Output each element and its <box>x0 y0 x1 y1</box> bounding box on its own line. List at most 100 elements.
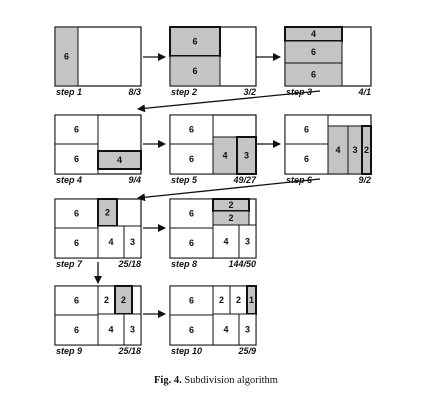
step-3-cell-3 <box>284 62 343 87</box>
step-2-cell-1-label: 6 <box>192 37 197 47</box>
step-4-cell-2-label: 6 <box>74 154 79 164</box>
step-3-ratio: 4/1 <box>357 87 371 97</box>
step-8-cell-6-label: 3 <box>245 237 250 247</box>
step-5-cell-1 <box>169 114 214 145</box>
step-10-cell-5-label: 1 <box>249 295 254 305</box>
step-1-cell-1 <box>54 26 79 87</box>
step-2-label: step 2 <box>171 87 197 97</box>
step-1-label: step 1 <box>56 87 82 97</box>
step-3-cell-3-label: 6 <box>311 70 316 80</box>
step-9-cell-3-label: 2 <box>104 295 109 305</box>
step-7-cell-2 <box>54 227 99 259</box>
step-5-cell-4-label: 3 <box>244 151 249 161</box>
step-4-panel: 6 6 4 step 4 9/4 <box>54 114 142 185</box>
step-3-label: step 3 <box>286 87 312 97</box>
step-6-cell-1 <box>284 114 329 145</box>
step-6-cell-4-label: 3 <box>352 145 357 155</box>
step-8-ratio: 144/50 <box>228 259 256 269</box>
step-1-cell-1-label: 6 <box>64 52 69 62</box>
step-10-cell-7 <box>238 313 257 346</box>
step-4-ratio: 9/4 <box>128 175 141 185</box>
step-5-cell-3-label: 4 <box>222 151 227 161</box>
step-8-cell-6 <box>238 224 257 259</box>
step-10-label: step 10 <box>171 346 202 356</box>
step-5-panel: 6 6 4 3 step 5 49/27 <box>169 114 257 185</box>
step-8-cell-5 <box>212 224 240 259</box>
step-7-cell-5-label: 3 <box>130 237 135 247</box>
step-7-ratio: 25/18 <box>117 259 141 269</box>
step-6-cell-2-label: 6 <box>304 154 309 164</box>
arrow-step6-to-step7 <box>137 178 321 202</box>
step-6-cell-2 <box>284 143 329 175</box>
step-4-cell-2 <box>54 143 99 175</box>
step-10-cell-7-label: 3 <box>245 325 250 335</box>
step-8-label: step 8 <box>171 259 197 269</box>
step-9-panel: 6 6 2 2 4 3 step 9 25/18 <box>54 285 142 356</box>
step-7-cell-2-label: 6 <box>74 238 79 248</box>
step-9-cell-4-label: 2 <box>121 295 126 305</box>
step-9-label: step 9 <box>56 346 82 356</box>
step-7-cell-1-label: 6 <box>74 209 79 219</box>
step-10-cell-6-label: 4 <box>223 325 228 335</box>
step-4-cell-1 <box>54 114 99 145</box>
step-3-cell-2-label: 6 <box>311 47 316 57</box>
step-5-cell-2 <box>169 143 214 175</box>
figure-title: Subdivision algorithm <box>184 375 278 386</box>
step-7-cell-4-label: 4 <box>108 237 113 247</box>
step-10-cell-3-label: 2 <box>219 295 224 305</box>
step-9-cell-6 <box>123 313 142 346</box>
step-3-panel: 4 6 6 step 3 4/1 <box>284 26 372 97</box>
step-4-cell-1-label: 6 <box>74 125 79 135</box>
step-7-panel: 6 6 2 4 3 step 7 25/18 <box>54 198 142 269</box>
step-2-panel: 6 6 step 2 3/2 <box>169 26 257 97</box>
step-5-cell-3 <box>212 136 238 175</box>
step-4-cell-3 <box>97 150 142 170</box>
step-5-label: step 5 <box>171 175 198 185</box>
arrow-step3-to-step4 <box>137 90 321 113</box>
step-9-cell-5-label: 4 <box>108 325 113 335</box>
step-8-cell-2-label: 6 <box>189 238 194 248</box>
step-6-label: step 6 <box>286 175 313 185</box>
figure-caption: Fig. 4. Subdivision algorithm <box>0 375 432 386</box>
step-3-cell-1-label: 4 <box>311 29 316 39</box>
step-8-cell-1-label: 6 <box>189 209 194 219</box>
step-5-cell-4 <box>236 136 257 175</box>
step-4-label: step 4 <box>56 175 82 185</box>
figure-number: Fig. 4. <box>154 375 182 386</box>
step-9-cell-2-label: 6 <box>74 325 79 335</box>
step-10-cell-4-label: 2 <box>236 295 241 305</box>
step-5-ratio: 49/27 <box>232 175 257 185</box>
step-6-cell-5-label: 2 <box>364 145 369 155</box>
step-10-cell-1 <box>169 285 214 316</box>
step-5-cell-2-label: 6 <box>189 154 194 164</box>
step-7-cell-3-label: 2 <box>105 208 110 218</box>
step-10-ratio: 25/9 <box>237 346 256 356</box>
step-9-cell-5 <box>97 313 125 346</box>
step-6-cell-3-label: 4 <box>335 145 340 155</box>
step-7-cell-1 <box>54 198 99 229</box>
step-10-cell-2 <box>169 314 214 346</box>
step-6-cell-5 <box>361 125 372 175</box>
step-9-cell-6-label: 3 <box>130 325 135 335</box>
step-2-ratio: 3/2 <box>243 87 256 97</box>
step-9-ratio: 25/18 <box>117 346 141 356</box>
step-7-cell-5 <box>123 225 142 259</box>
step-8-cell-5-label: 4 <box>223 237 228 247</box>
step-5-cell-1-label: 6 <box>189 125 194 135</box>
step-2-cell-1 <box>169 26 221 57</box>
step-6-ratio: 9/2 <box>358 175 371 185</box>
step-2-cell-2-label: 6 <box>192 66 197 76</box>
step-2-cell-2 <box>169 55 221 87</box>
step-6-cell-1-label: 6 <box>304 125 309 135</box>
step-9-cell-1-label: 6 <box>74 296 79 306</box>
step-7-label: step 7 <box>56 259 83 269</box>
step-10-cell-1-label: 6 <box>189 296 194 306</box>
step-10-cell-2-label: 6 <box>189 325 194 335</box>
step-4-cell-3-label: 4 <box>117 155 122 165</box>
step-8-cell-3-label: 2 <box>228 200 233 210</box>
